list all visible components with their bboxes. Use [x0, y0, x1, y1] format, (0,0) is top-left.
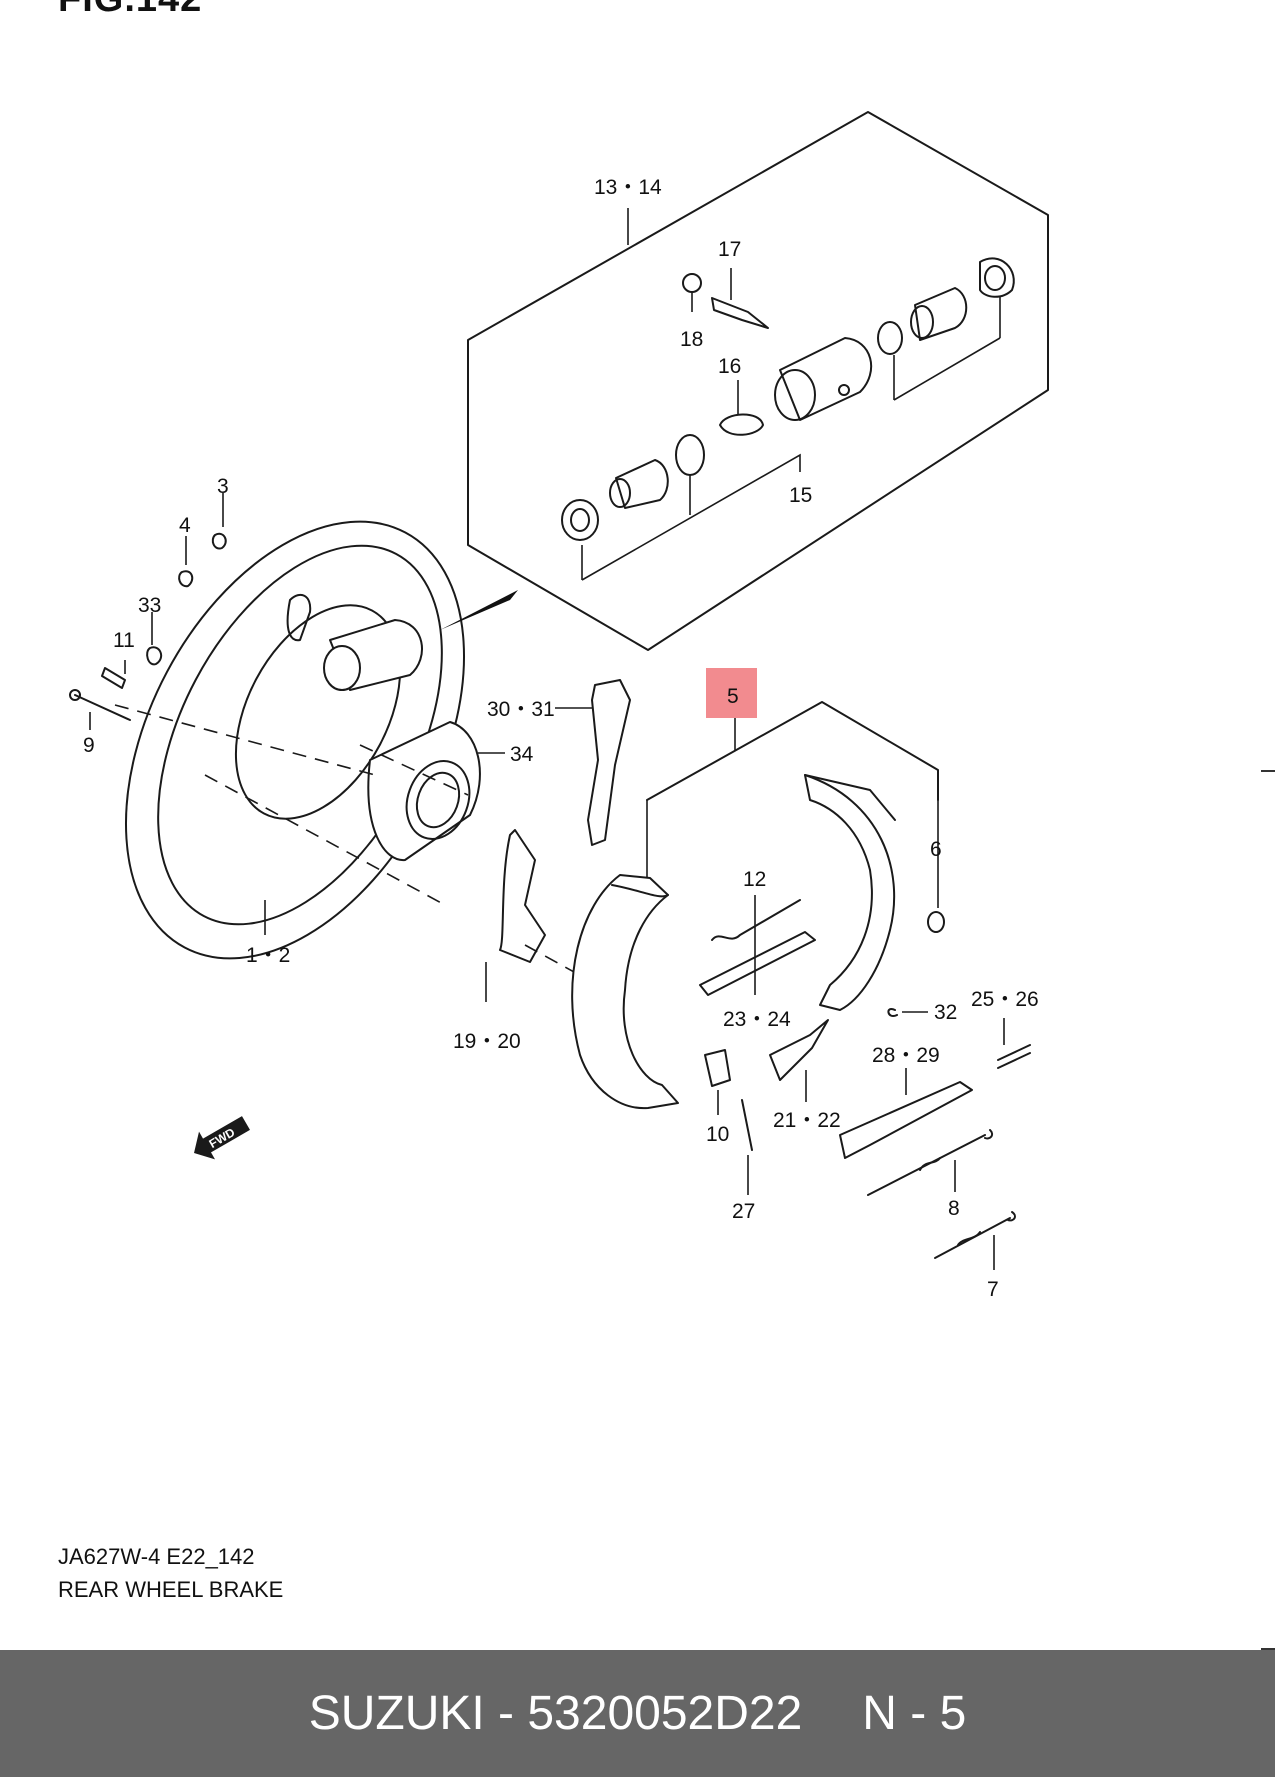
callout-12: 12 [743, 868, 766, 891]
callout-32: 32 [934, 1001, 957, 1024]
figure-code: JA627W-4 E22_142 [58, 1544, 255, 1569]
callout-28-29: 28・29 [872, 1044, 940, 1067]
highlight-marker [706, 668, 757, 718]
callout-3: 3 [217, 475, 229, 498]
edge-tick-mark [1261, 770, 1275, 772]
parking-brake-lever [485, 679, 631, 1002]
wheel-cylinder-kit-group [467, 111, 1049, 651]
callout-6: 6 [930, 838, 942, 861]
fwd-arrow-icon: FWD [194, 1116, 250, 1160]
callout-13-14: 13・14 [594, 176, 662, 199]
callout-labels: 13・14 17 18 16 15 3 4 33 11 9 30・31 34 5… [83, 176, 1039, 1301]
callout-30-31: 30・31 [487, 698, 555, 721]
callout-25-26: 25・26 [971, 988, 1039, 1011]
edge-tick-mark [1261, 1648, 1275, 1650]
callout-23-24: 23・24 [723, 1008, 791, 1031]
callout-16: 16 [718, 355, 741, 378]
callout-17: 17 [718, 238, 741, 261]
footer-part-number: SUZUKI - 5320052D22 [308, 1687, 803, 1740]
callout-21-22: 21・22 [773, 1109, 841, 1132]
callout-8: 8 [948, 1197, 960, 1220]
callout-5: 5 [727, 685, 739, 708]
callout-11: 11 [113, 629, 135, 652]
callout-19-20: 19・20 [453, 1030, 521, 1053]
figure-title: FIG.142 [58, 0, 202, 21]
brake-shoe-set [571, 668, 1031, 1110]
callout-1-2: 1・2 [246, 944, 290, 967]
callout-4: 4 [179, 514, 191, 537]
callout-27: 27 [732, 1200, 755, 1223]
callout-7: 7 [987, 1278, 999, 1301]
backing-plate [69, 493, 518, 960]
figure-name: REAR WHEEL BRAKE [58, 1577, 284, 1602]
callout-33: 33 [138, 594, 161, 617]
footer-ref: N - 5 [862, 1687, 967, 1740]
callout-34: 34 [510, 743, 534, 766]
footer-bar: SUZUKI - 5320052D22 N - 5 [0, 1650, 1275, 1777]
callout-10: 10 [706, 1123, 729, 1146]
callout-15: 15 [789, 484, 812, 507]
small-hardware [704, 1019, 1016, 1270]
exploded-parts-diagram: FWD 13・14 17 18 16 15 3 4 33 11 9 30・31 … [69, 111, 1049, 1301]
callout-9: 9 [83, 734, 95, 757]
callout-18: 18 [680, 328, 703, 351]
